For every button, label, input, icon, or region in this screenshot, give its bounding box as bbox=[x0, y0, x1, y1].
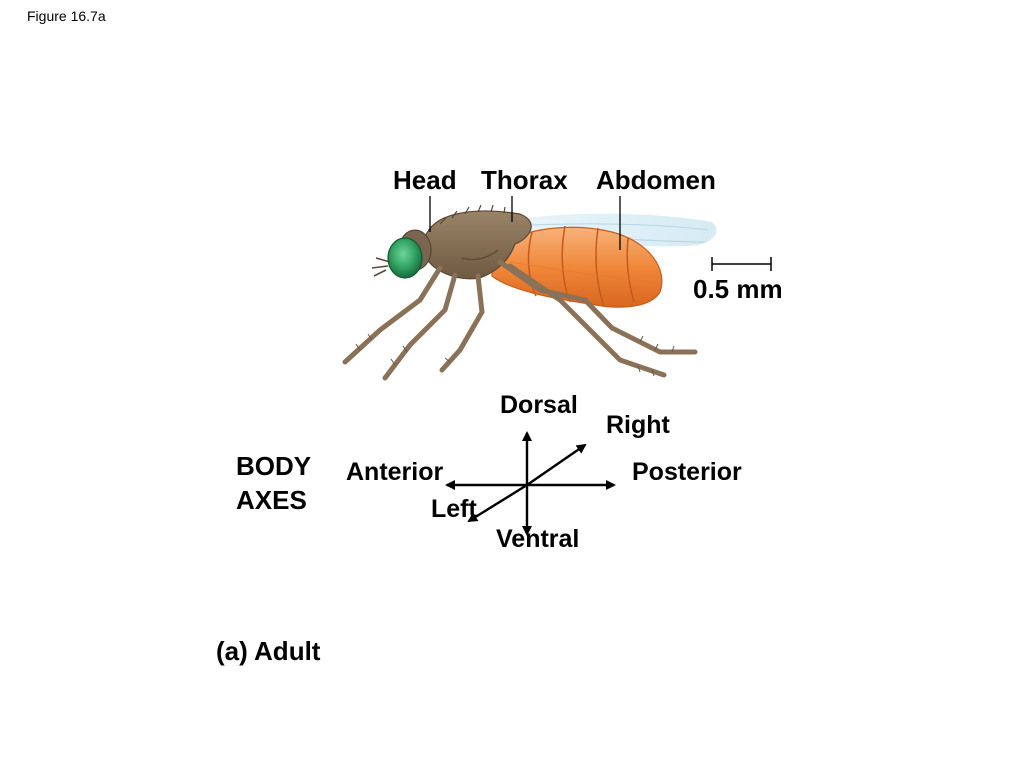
body-axes-title-line1: BODY bbox=[236, 451, 312, 481]
figure-caption: (a) Adult bbox=[216, 636, 321, 666]
thorax bbox=[424, 204, 532, 280]
anterior-label: Anterior bbox=[346, 458, 444, 486]
legs bbox=[342, 259, 698, 381]
dorsal-label: Dorsal bbox=[500, 391, 578, 419]
abdomen-label: Abdomen bbox=[596, 165, 716, 195]
ventral-label: Ventral bbox=[496, 525, 580, 553]
body-axes-title-line2: AXES bbox=[236, 485, 307, 515]
antenna bbox=[371, 257, 391, 277]
figure-number: Figure 16.7a bbox=[27, 8, 106, 24]
right-label: Right bbox=[606, 411, 670, 439]
axes-arrows bbox=[445, 431, 616, 536]
left-label: Left bbox=[431, 495, 477, 523]
scale-bar-line bbox=[711, 257, 772, 271]
head-label: Head bbox=[393, 165, 457, 195]
right-arrow bbox=[526, 443, 587, 486]
leg-bristles bbox=[355, 333, 675, 377]
thorax-label: Thorax bbox=[481, 165, 568, 195]
scale-bar-label: 0.5 mm bbox=[693, 274, 783, 304]
left-arrow bbox=[467, 483, 528, 523]
compound-eye bbox=[387, 237, 423, 279]
posterior-label: Posterior bbox=[632, 458, 742, 486]
head bbox=[371, 229, 432, 279]
